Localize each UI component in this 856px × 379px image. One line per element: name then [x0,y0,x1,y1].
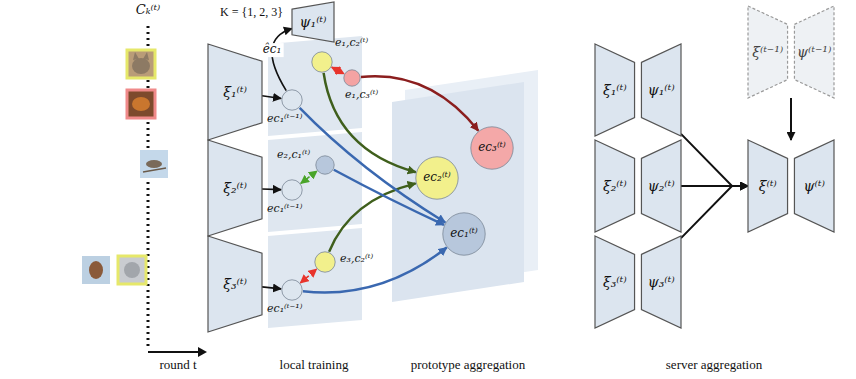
client-panel [268,228,362,328]
prototype-circle: ec₁⁽ᵗ⁻¹⁾ [281,179,303,201]
node-outline [281,279,303,301]
image-thumbnail [82,256,110,284]
arrow-connector [681,186,748,238]
arrow-connector [303,248,447,293]
node-label: ξ₃⁽ᵗ⁾ [223,276,247,292]
autoencoder-model: ξ₁⁽ᵗ⁾ ψ₁⁽ᵗ⁾ [595,44,681,136]
node-outline [281,89,303,111]
client-panel [268,132,362,232]
encoder-trapezoid: ξ₁⁽ᵗ⁾ [208,44,262,140]
node-label: ψ⁽ᵗ⁾ [804,178,825,194]
node-label: ec₁⁽ᵗ⁻¹⁾ [267,203,302,216]
node-label: ψ⁽ᵗ⁻¹⁾ [797,44,831,60]
arrow-connector [324,73,416,172]
text-label: round t [159,358,196,373]
prototype-circle: ec₁⁽ᵗ⁻¹⁾ [281,279,303,301]
node-label: ec₃⁽ᵗ⁾ [478,141,506,155]
prototype-circle: e₁,c₃⁽ᵗ⁾ [343,69,361,87]
decoder-trapezoid: ψ₁⁽ᵗ⁾ [292,2,334,42]
arrow-connector [790,98,792,140]
text-label: prototype aggregation [411,358,525,373]
text-label: server aggregation [666,358,762,373]
edge-label: êc₁ [261,43,284,57]
prototype-circle: ec₃⁽ᵗ⁾ [470,126,514,170]
node-label: e₁,c₃⁽ᵗ⁾ [345,89,378,102]
node-label: ξ₂⁽ᵗ⁾ [603,178,627,194]
node-label: ψ₂⁽ᵗ⁾ [648,178,675,194]
node-label: e₃,c₂⁽ᵗ⁾ [340,253,373,266]
node-label: ec₁⁽ᵗ⁻¹⁾ [267,113,302,126]
node-outline [311,51,333,73]
time-arrowhead [198,347,207,357]
node-label: ξ₂⁽ᵗ⁾ [223,180,247,196]
text-label: local training [280,358,349,373]
autoencoder-model: ξ₃⁽ᵗ⁾ ψ₃⁽ᵗ⁾ [595,236,681,328]
image-thumbnail [140,150,168,178]
text-label: K = {1, 2, 3} [220,6,283,20]
node-label: ec₁⁽ᵗ⁾ [450,227,478,241]
autoencoder-model: ξ⁽ᵗ⁻¹⁾ ψ⁽ᵗ⁻¹⁾ [748,6,834,98]
node-label: ξ₁⁽ᵗ⁾ [223,84,247,100]
image-thumbnail [118,256,146,284]
node-label: e₂,c₁⁽ᵗ⁾ [277,149,310,162]
arrow-connector [300,269,316,283]
node-label: ec₂⁽ᵗ⁾ [423,171,451,185]
node-label: ψ₁⁽ᵗ⁾ [648,82,675,98]
node-outline [343,69,361,87]
time-axis [148,351,199,353]
autoencoder-model: ξ₂⁽ᵗ⁾ ψ₂⁽ᵗ⁾ [595,140,681,232]
encoder-trapezoid: ξ₂⁽ᵗ⁾ [208,140,262,236]
prototype-panel [392,82,524,302]
node-label: ξ₁⁽ᵗ⁾ [603,82,627,98]
prototype-circle: ec₂⁽ᵗ⁾ [415,156,459,200]
autoencoder-model: ξ⁽ᵗ⁾ ψ⁽ᵗ⁾ [748,140,834,232]
arrow-connector [361,76,478,130]
arrow-connector [262,287,281,289]
node-label: ξ⁽ᵗ⁾ [759,178,777,194]
node-label: ξ₃⁽ᵗ⁾ [603,274,627,290]
prototype-circle: ec₁⁽ᵗ⁻¹⁾ [281,89,303,111]
node-outline [314,251,336,273]
arrow-connector [681,134,748,186]
prototype-circle: e₃,c₂⁽ᵗ⁾ [314,251,336,273]
node-label: ψ₁⁽ᵗ⁾ [300,14,327,30]
arrow-connector [272,29,292,91]
arrow-connector [262,188,281,190]
prototype-circle: e₂,c₁⁽ᵗ⁾ [315,155,335,175]
text-label: Cₖ⁽ᵗ⁾ [136,3,160,18]
prototype-circle: ec₁⁽ᵗ⁾ [442,212,486,256]
arrow-connector [262,96,281,99]
node-label: e₁,c₂⁽ᵗ⁾ [335,37,368,50]
node-outline [281,179,303,201]
encoder-trapezoid: ξ₃⁽ᵗ⁾ [208,236,262,332]
image-thumbnail [127,90,155,118]
image-thumbnail [127,50,155,78]
prototype-circle: e₁,c₂⁽ᵗ⁾ [311,51,333,73]
node-label: ψ₃⁽ᵗ⁾ [648,274,675,290]
node-label: ec₁⁽ᵗ⁻¹⁾ [267,303,302,316]
node-outline [315,155,335,175]
arrow-connector [301,171,317,183]
arrow-connector [332,67,344,74]
node-label: ξ⁽ᵗ⁻¹⁾ [752,44,783,60]
